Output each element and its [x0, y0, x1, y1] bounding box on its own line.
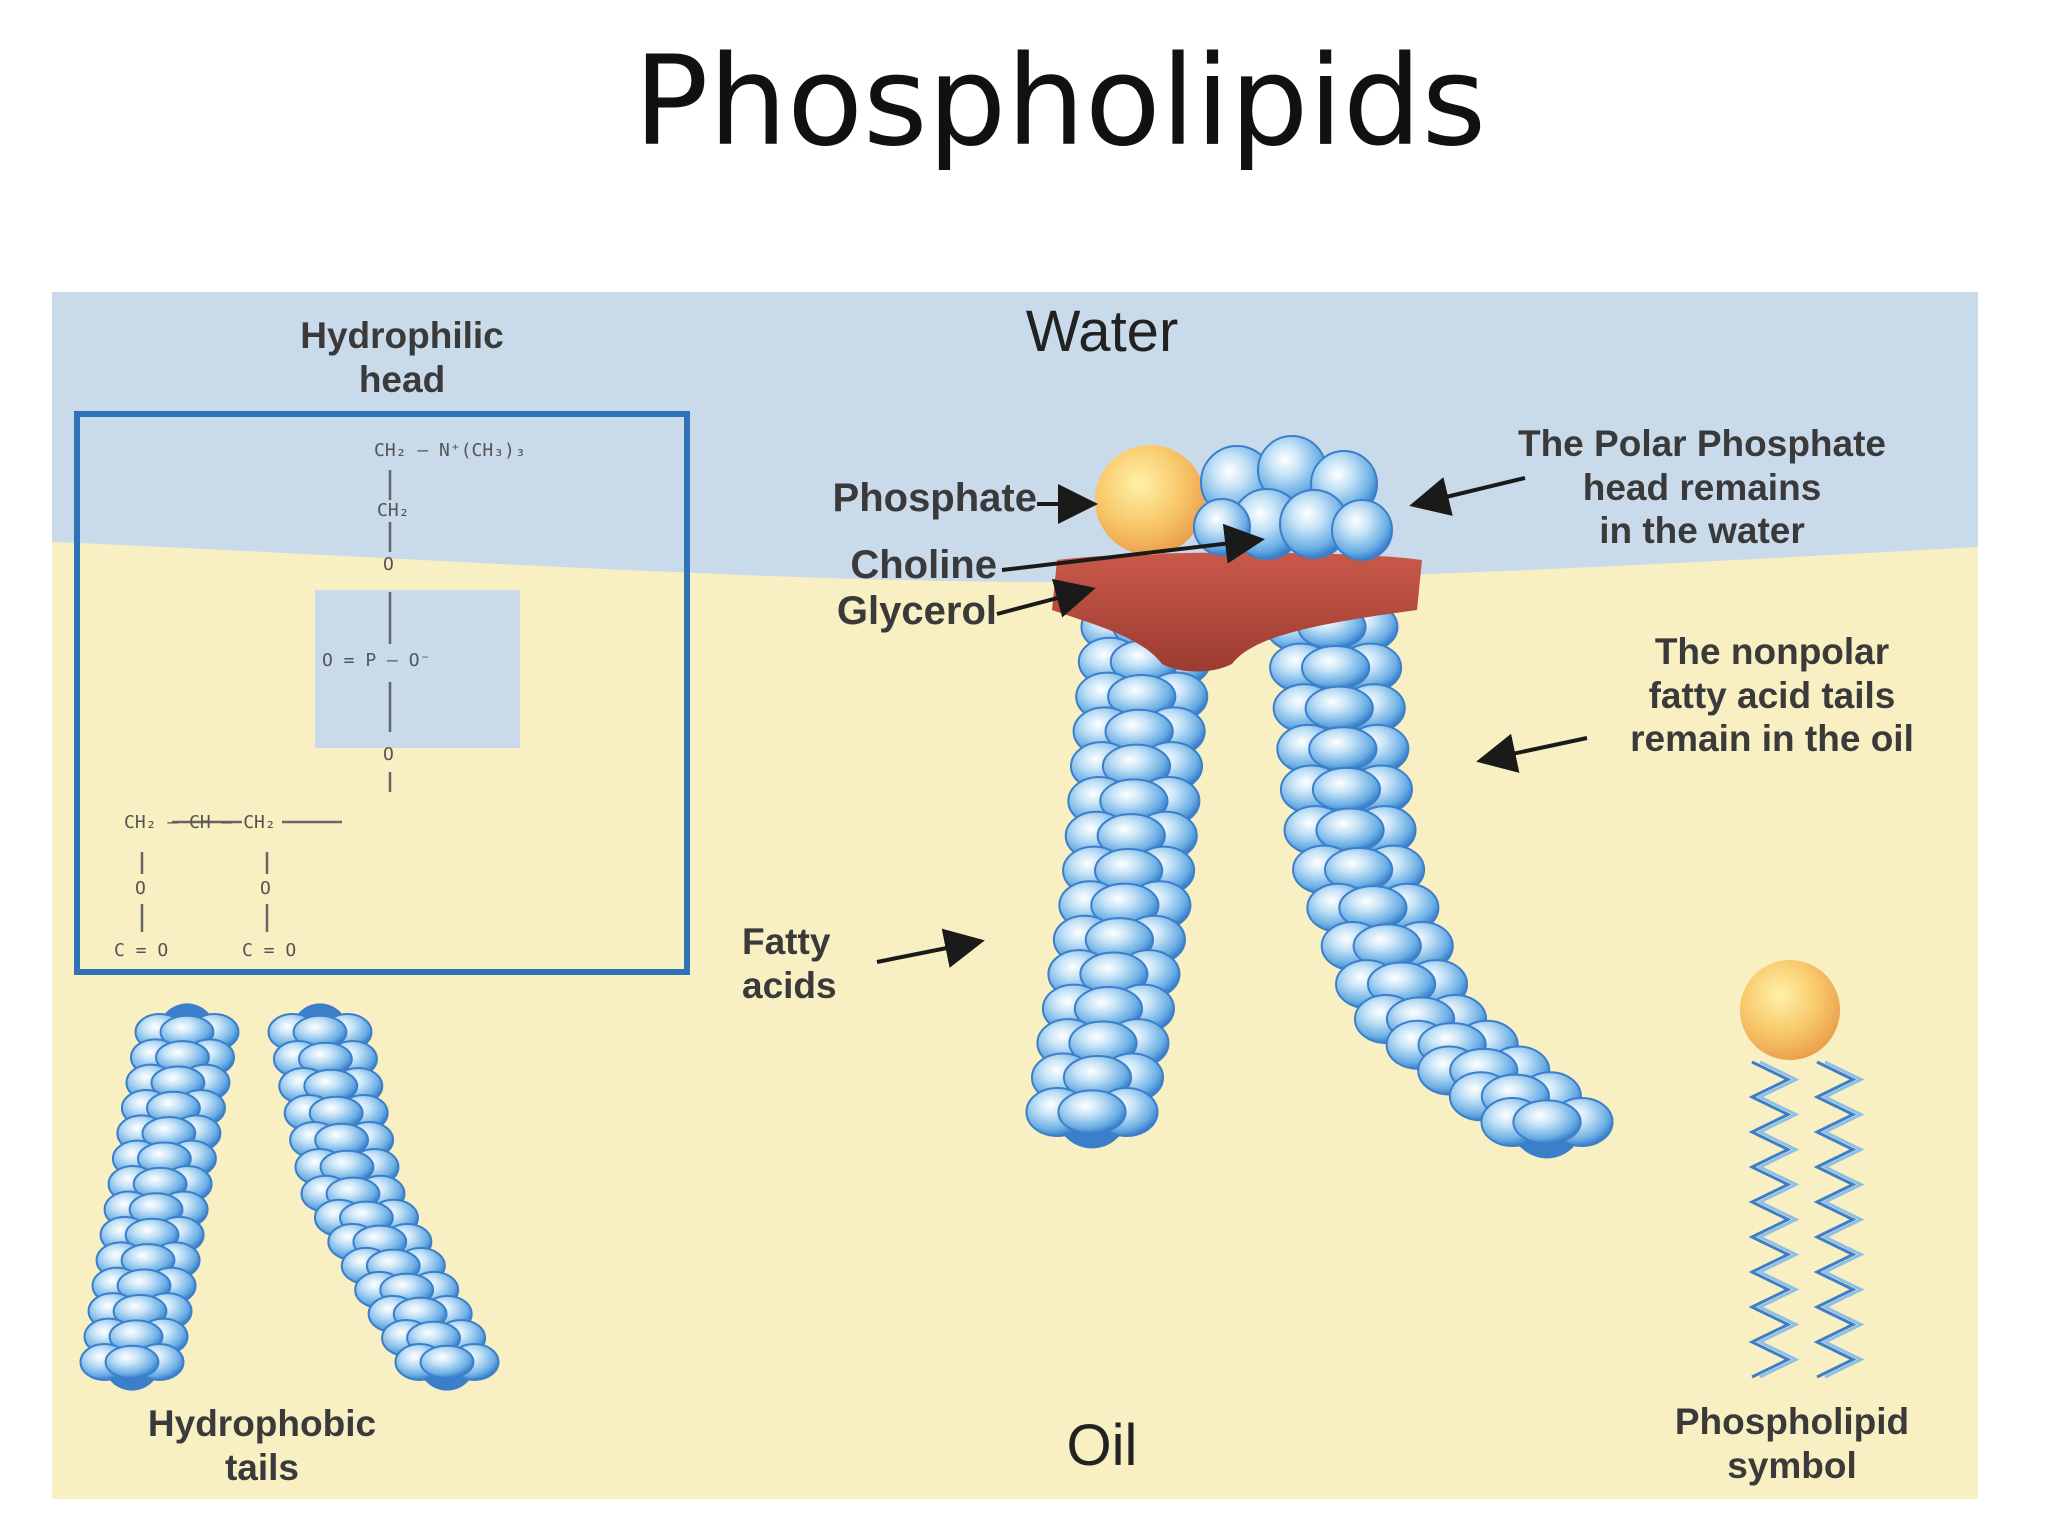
- glycerol-arrow: [996, 578, 1096, 618]
- choline-arrow: [1001, 523, 1265, 572]
- symbol-head: [1740, 960, 1840, 1060]
- glycerol-label: Glycerol: [836, 589, 997, 633]
- phosphate-formula: O = P — O⁻: [322, 650, 431, 671]
- hydrophobic-tails-model: [79, 1003, 500, 1391]
- hydrophilic-head-frame: [74, 411, 690, 975]
- glycerol-formula: CH₂ — CH — CH₂: [124, 812, 276, 833]
- oxygen-left: O: [135, 878, 146, 899]
- nonpolar-tail-arrow: [1476, 733, 1588, 773]
- oil-label: Oil: [1066, 1413, 1138, 1478]
- oil-region: [52, 542, 1978, 1499]
- hydrophobic-tail-right: [267, 1003, 500, 1391]
- choline-cluster: [1193, 435, 1393, 561]
- fatty-acid-chain-right: [1265, 590, 1614, 1159]
- choline-formula: CH₂ – N⁺(CH₃)₃: [374, 440, 526, 461]
- diagram-svg: [52, 292, 1978, 1499]
- phosphate-label: Phosphate: [832, 476, 1037, 520]
- annotation-arrows: [876, 476, 1588, 968]
- ch2-formula: CH₂: [377, 500, 410, 521]
- choline-label: Choline: [850, 543, 997, 587]
- phosphate-ball: [1095, 445, 1205, 555]
- page-title: Phospholipids: [633, 30, 1487, 174]
- symbol-tail-left-shadow: [1756, 1060, 1800, 1379]
- symbol-tail-right: [1813, 1060, 1857, 1379]
- carbonyl-middle: C = O: [242, 940, 297, 961]
- polar-head-arrow: [1409, 476, 1526, 516]
- oxygen-upper: O: [383, 554, 394, 575]
- symbol-tail-left: [1748, 1060, 1792, 1379]
- symbol-tail-right-shadow: [1821, 1060, 1865, 1379]
- structure-bonds: [140, 470, 392, 932]
- hydrophobic-tail-left: [79, 1003, 240, 1391]
- fatty-acids-arrow: [876, 928, 985, 968]
- carbonyl-left: C = O: [114, 940, 169, 961]
- oxygen-middle: O: [260, 878, 271, 899]
- glycerol-unit: [1052, 552, 1422, 672]
- oxygen-lower: O: [383, 744, 394, 765]
- water-label: Water: [1025, 299, 1179, 364]
- phosphate-group-highlight: [315, 590, 520, 748]
